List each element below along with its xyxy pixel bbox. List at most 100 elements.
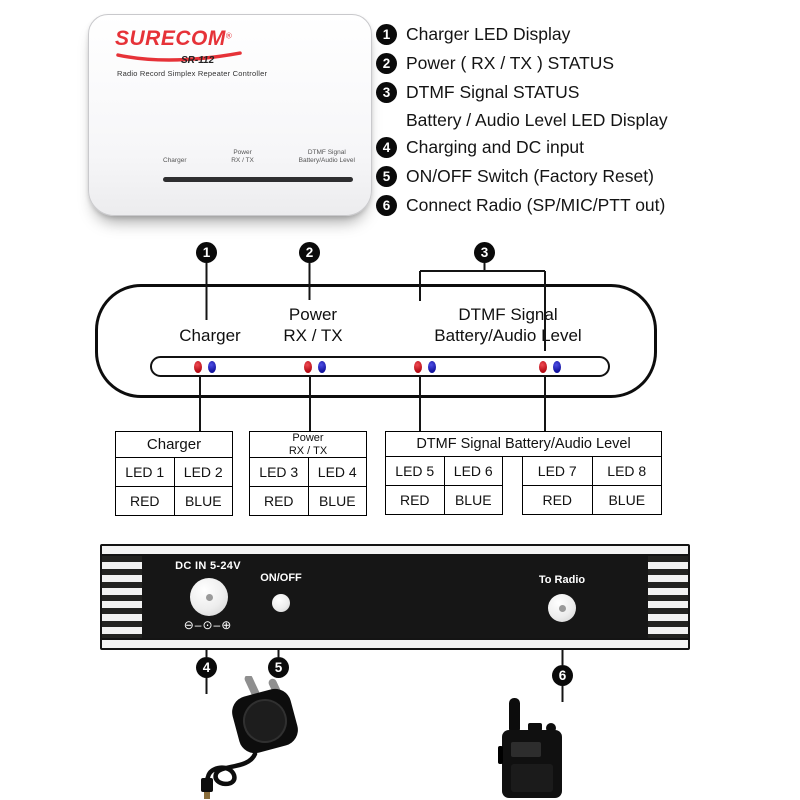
polarity-symbol: ⊖–⊙–⊕ [183,618,233,632]
front-panel-label-charger: Charger [150,325,270,346]
brand-swoosh [116,51,242,62]
brand-text: SURECOM [115,27,226,50]
chassis-plate-bottom [100,638,690,650]
led-display-window [163,177,353,182]
table-cell: LED 5 [385,455,445,486]
front-panel-label-text: Power [288,305,338,324]
brand-logo: SURECOM® [115,27,242,62]
table-cell: RED [249,486,309,516]
table-cell: LED 6 [443,455,503,486]
front-panel-label-power: Power RX / TX [253,304,373,346]
heatsink-fins-left [100,554,144,640]
legend-item: 5 ON/OFF Switch (Factory Reset) [376,162,668,191]
onoff-label: ON/OFF [260,572,302,584]
legend-num-badge: 5 [376,166,397,187]
table-cell: BLUE [591,484,662,515]
table-cell: BLUE [173,486,233,516]
legend: 1 Charger LED Display 2 Power ( RX / TX … [376,20,668,220]
device-subtitle: Radio Record Simplex Repeater Controller [117,69,268,78]
radio-jack [548,594,576,622]
model-label: SR-112 [181,55,215,66]
table-cell: LED 8 [591,455,662,486]
dc-input-jack [190,578,228,616]
table-cell: BLUE [307,486,367,516]
legend-item-label: DTMF Signal STATUS [406,82,580,102]
heatsink-fins-right [646,554,690,640]
callout-6-badge: 6 [552,665,573,686]
callout-3-badge: 3 [474,242,495,263]
legend-item: 1 Charger LED Display [376,20,668,49]
radio-keypad [511,764,553,792]
table-title: Power RX / TX [249,431,367,458]
dtmf-table-row: LED 5 LED 6 RED BLUE LED 7 LED 8 RED BLU… [385,455,662,515]
legend-item-label: Power ( RX / TX ) STATUS [406,53,615,73]
radio-top [528,723,542,731]
legend-item-label: Connect Radio (SP/MIC/PTT out) [406,195,666,215]
table-title-line: Power [292,432,324,444]
table-cell: RED [115,486,175,516]
legend-item-label: Charging and DC input [406,137,585,157]
led-red-3 [304,360,312,373]
table-cell: LED 1 [115,457,175,487]
led-blue-6 [428,360,436,373]
table-cell: LED 7 [522,455,593,486]
table-cell: LED 4 [307,457,367,487]
dtmf-left-subtable: LED 5 LED 6 RED BLUE [385,455,503,515]
legend-item-label: Battery / Audio Level LED Display [406,109,668,130]
device-mini-label: Charger [163,157,187,164]
legend-item: 4 Charging and DC input [376,133,668,162]
front-panel-label-text: Battery/Audio Level [434,326,582,345]
led-blue-8 [553,360,561,373]
led-red-5 [414,360,422,373]
legend-item-label: ON/OFF Switch (Factory Reset) [406,166,654,186]
device-body: SURECOM® SR-112 Radio Record Simplex Rep… [88,14,372,216]
back-panel-diagram: DC IN 5-24V ⊖–⊙–⊕ ON/OFF To Radio [100,544,690,650]
legend-num-badge: 3 [376,82,397,103]
radio-ptt [498,746,503,764]
dtmf-right-subtable: LED 7 LED 8 RED BLUE [522,455,662,515]
registered-mark: ® [225,31,232,41]
device-mini-label: DTMF Signal [307,149,346,156]
table-cell: RED [385,484,445,515]
dc-plug [201,778,213,792]
jack-hole [205,593,213,601]
legend-item: 6 Connect Radio (SP/MIC/PTT out) [376,191,668,220]
adapter-body [232,688,298,754]
led-red-1 [194,360,202,373]
legend-item: 3 DTMF Signal STATUS Battery / Audio Lev… [376,78,668,133]
legend-num-badge: 2 [376,53,397,74]
callout-5-badge: 5 [268,657,289,678]
back-panel-face: DC IN 5-24V ⊖–⊙–⊕ ON/OFF To Radio [142,550,648,644]
dc-in-label: DC IN 5-24V [175,560,241,572]
front-panel-label-text: DTMF Signal [458,305,558,324]
table-title: Charger [115,431,233,458]
device-mini-label: Power [233,149,252,156]
device-mini-label: RX / TX [231,157,254,164]
device-mini-label: Battery/Audio Level [298,157,355,164]
led-blue-2 [208,360,216,373]
dc-plug-tip [204,792,210,799]
table-cell: RED [522,484,593,515]
radio-antenna [509,698,520,734]
front-panel-label-text: Charger [179,326,241,345]
front-panel-label-text: RX / TX [283,326,343,345]
legend-row: 3 DTMF Signal STATUS [376,78,668,107]
radio-screen [511,742,541,757]
table-cell: LED 3 [249,457,309,487]
power-adapter-image [201,676,298,799]
legend-num-badge: 4 [376,137,397,158]
led-blue-4 [318,360,326,373]
front-panel-diagram: Charger Power RX / TX DTMF Signal Batter… [95,284,657,398]
table-title: DTMF Signal Battery/Audio Level [385,431,662,457]
to-radio-label: To Radio [538,574,586,586]
legend-item-label: Charger LED Display [406,24,571,44]
callout-4-badge: 4 [196,657,217,678]
device-panel-labels: Charger Power RX / TX DTMF Signal Batter… [163,149,355,165]
legend-row-continued: Battery / Audio Level LED Display [406,107,668,133]
legend-num-badge: 1 [376,24,397,45]
legend-num-badge: 6 [376,195,397,216]
led-red-7 [539,360,547,373]
charger-led-table: Charger LED 1 LED 2 RED BLUE [115,431,233,516]
callout-2-badge: 2 [299,242,320,263]
device-mini-label-dtmf: DTMF Signal Battery/Audio Level [299,149,355,165]
